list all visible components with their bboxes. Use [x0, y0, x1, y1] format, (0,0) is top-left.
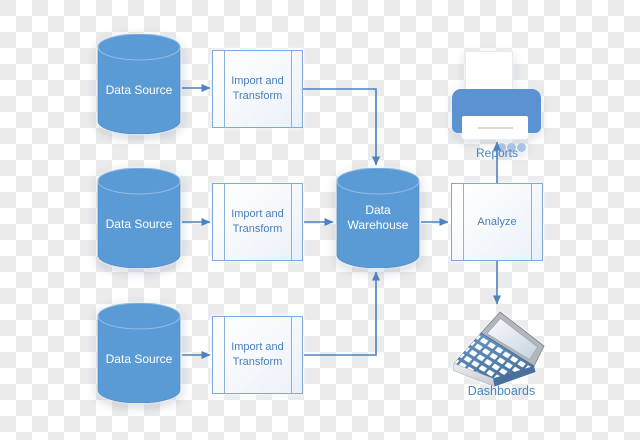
printer-tray	[462, 116, 528, 139]
data-source-cylinder-3: Data Source	[97, 303, 181, 403]
printer-tray-line	[478, 127, 513, 129]
import-transform-box-2: Import and Transform	[212, 183, 303, 261]
import-transform-box-3: Import and Transform	[212, 316, 303, 394]
reports-label: Reports	[475, 146, 519, 160]
cylinder-shape	[97, 303, 181, 403]
data-source-label: Data Source	[105, 351, 173, 366]
data-warehouse-cylinder: Data Warehouse	[336, 168, 420, 268]
data-source-label: Data Source	[105, 82, 173, 97]
arrow-transform1-to-warehouse	[303, 88, 380, 166]
printer-dot	[517, 143, 526, 152]
arrow-transform3-to-warehouse	[304, 271, 380, 356]
analyze-box: Analyze	[451, 183, 543, 261]
cylinder-shape	[97, 34, 181, 134]
data-source-cylinder-2: Data Source	[97, 168, 181, 268]
printer-icon	[452, 48, 542, 152]
analyze-label: Analyze	[477, 215, 517, 228]
printer-dot	[507, 143, 516, 152]
laptop-icon	[450, 306, 550, 390]
import-transform-box-1: Import and Transform	[212, 50, 303, 128]
data-warehouse-label: Data Warehouse	[347, 203, 409, 232]
laptop-shape	[452, 311, 545, 387]
import-transform-label: Import and Transform	[231, 341, 284, 368]
cylinder-shape	[97, 168, 181, 268]
import-transform-label: Import and Transform	[231, 208, 284, 235]
data-source-cylinder-1: Data Source	[97, 34, 181, 134]
printer-paper	[465, 51, 513, 91]
data-source-label: Data Source	[105, 216, 173, 231]
cylinder-shape	[336, 168, 420, 268]
printer-dot	[497, 143, 506, 152]
dashboards-label: Dashboards	[467, 384, 536, 398]
import-transform-label: Import and Transform	[231, 75, 284, 102]
